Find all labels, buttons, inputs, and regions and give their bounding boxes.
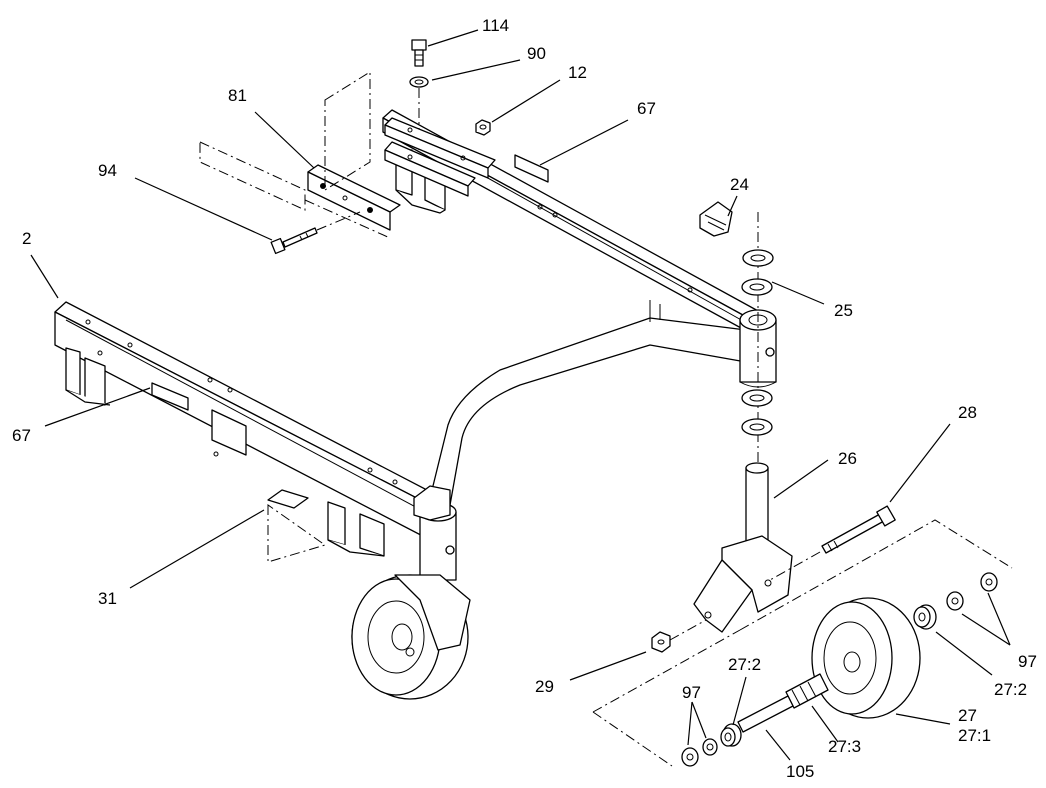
- plate-81-outline-dashed: [199, 71, 391, 239]
- callout-29: 29: [535, 677, 554, 696]
- decal-67-top: [514, 154, 549, 183]
- callout-26: 26: [838, 449, 857, 468]
- nut-29: [651, 619, 707, 653]
- leader-lines: [30, 29, 1011, 761]
- callout-27-3: 27:3: [828, 737, 861, 756]
- upper-mount-bar: [384, 117, 496, 197]
- plate-81: [307, 164, 401, 231]
- callout-94: 94: [98, 161, 117, 180]
- callout-97-right: 97: [1018, 652, 1037, 671]
- callout-25: 25: [834, 301, 853, 320]
- bolt-114: [411, 39, 427, 67]
- callout-67-top: 67: [637, 99, 656, 118]
- left-caster-wheel: [351, 485, 471, 700]
- callout-105: 105: [786, 762, 814, 781]
- callout-2: 2: [22, 229, 31, 248]
- nut-12: [475, 119, 491, 136]
- callout-12: 12: [568, 63, 587, 82]
- callout-81: 81: [228, 86, 247, 105]
- washer-below-housing-2: [741, 418, 773, 436]
- callout-27-1: 27:1: [958, 726, 991, 745]
- front-frame-rail: [54, 301, 451, 546]
- bolt-28: [769, 505, 896, 581]
- callout-27: 27: [958, 706, 977, 725]
- callout-97-left: 97: [682, 683, 701, 702]
- grease-fitting-24: [699, 201, 733, 237]
- front-mount-bracket: [65, 347, 385, 557]
- callout-114: 114: [482, 16, 509, 35]
- washer-below-housing-1: [741, 389, 773, 407]
- washer-25-lower: [741, 278, 773, 296]
- callout-27-2-left: 27:2: [728, 655, 761, 674]
- bolt-94: [270, 211, 361, 255]
- decal-31: [267, 489, 327, 563]
- side-tube: [431, 300, 747, 506]
- bearing-27-2-left: [720, 723, 742, 747]
- bearing-27-2-right: [913, 604, 937, 630]
- callout-90: 90: [527, 44, 546, 63]
- callout-27-2-right: 27:2: [994, 680, 1027, 699]
- axle-105: [737, 695, 794, 733]
- callout-31: 31: [98, 589, 117, 608]
- washer-25-upper: [742, 249, 774, 267]
- washers-97-left: [681, 738, 718, 767]
- callout-24: 24: [730, 175, 749, 194]
- caster-fork-26: [693, 462, 793, 633]
- wheel-27: [811, 597, 921, 719]
- washer-90: [409, 76, 429, 88]
- washers-97-right: [946, 572, 998, 611]
- wheel-assembly-outline: [592, 519, 1013, 767]
- callout-67-left: 67: [12, 426, 31, 445]
- spacer-27-3: [785, 673, 829, 709]
- callout-28: 28: [958, 403, 977, 422]
